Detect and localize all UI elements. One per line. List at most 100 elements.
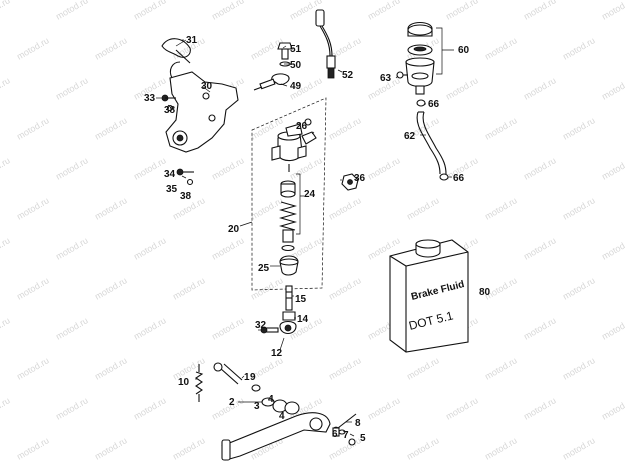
watermark-text: motod.ru — [366, 0, 402, 22]
callout-15: 15 — [295, 294, 307, 305]
watermark-text: motod.ru — [600, 315, 625, 341]
master-cylinder-assembly — [251, 97, 327, 291]
watermark-text: motod.ru — [249, 275, 285, 301]
callout-51: 51 — [290, 44, 302, 55]
watermark-text: motod.ru — [522, 0, 558, 22]
watermark-text: motod.ru — [54, 395, 90, 421]
watermark-text: motod.ru — [0, 75, 12, 101]
callout-80: 80 — [479, 287, 491, 298]
callout-30: 30 — [201, 81, 213, 92]
watermark-text: motod.ru — [561, 115, 597, 141]
leader-lines — [156, 39, 452, 437]
callout-62: 62 — [404, 131, 416, 142]
watermark-text: motod.ru — [522, 155, 558, 181]
watermark-text: motod.ru — [0, 155, 12, 181]
reservoir-screw — [396, 71, 408, 79]
watermark-text: motod.ru — [327, 275, 363, 301]
callout-10: 10 — [178, 377, 190, 388]
watermark-text: motod.ru — [54, 155, 90, 181]
master-cylinder-bracket — [165, 61, 239, 153]
watermark-text: motod.ru — [15, 115, 51, 141]
watermark-text: motod.ru — [600, 75, 625, 101]
callout-14: 14 — [297, 314, 309, 325]
callout-63: 63 — [380, 73, 392, 84]
watermark-text: motod.ru — [522, 235, 558, 261]
watermark-text: motod.ru — [132, 395, 168, 421]
watermark-text: motod.ru — [600, 395, 625, 421]
watermark-text: motod.ru — [327, 195, 363, 221]
banjo-bolt-group — [253, 42, 293, 91]
watermark-text: motod.ru — [15, 195, 51, 221]
watermark-text: motod.ru — [93, 275, 129, 301]
callout-5: 5 — [360, 433, 366, 444]
watermark-text: motod.ru — [561, 195, 597, 221]
watermark-text: motod.ru — [0, 315, 12, 341]
callout-38: 38 — [164, 105, 176, 116]
watermark-text: motod.ru — [600, 0, 625, 22]
watermark-text: motod.ru — [93, 195, 129, 221]
callout-2: 2 — [229, 397, 235, 408]
watermark-text: motod.ru — [600, 155, 625, 181]
callout-24: 24 — [304, 189, 316, 200]
watermark-text: motod.ru — [600, 235, 625, 261]
watermark-text: motod.ru — [561, 35, 597, 61]
watermark-text: motod.ru — [483, 35, 519, 61]
watermark-text: motod.ru — [522, 315, 558, 341]
watermark-text: motod.ru — [444, 75, 480, 101]
callout-49: 49 — [290, 81, 302, 92]
callout-32: 32 — [255, 320, 267, 331]
callout-33: 33 — [144, 93, 156, 104]
watermark-text: motod.ru — [93, 355, 129, 381]
watermark-text: motod.ru — [561, 355, 597, 381]
callout-7: 7 — [343, 430, 349, 441]
watermark-text: motod.ru — [483, 435, 519, 461]
callout-9: 9 — [250, 372, 256, 383]
callout-35: 35 — [166, 184, 178, 195]
watermark-text: motod.ru — [561, 275, 597, 301]
callout-26: 26 — [296, 121, 308, 132]
watermark-text: motod.ru — [210, 235, 246, 261]
callout-50: 50 — [290, 60, 302, 71]
watermark-text: motod.ru — [54, 75, 90, 101]
watermark-text: motod.ru — [0, 235, 12, 261]
watermark-text: motod.ru — [0, 395, 12, 421]
watermark-text: motod.ru — [405, 195, 441, 221]
brake-fluid-bottle: Brake Fluid DOT 5.1 — [389, 239, 469, 353]
callout-60: 60 — [458, 45, 470, 56]
watermark-text: motod.ru — [483, 115, 519, 141]
watermark-text: motod.ru — [93, 435, 129, 461]
watermark-text: motod.ru — [483, 355, 519, 381]
watermark-text: motod.ru — [561, 435, 597, 461]
callout-34: 34 — [164, 169, 176, 180]
fluid-reservoir — [405, 21, 454, 95]
watermark-text: motod.ru — [444, 395, 480, 421]
watermark-text: motod.ru — [132, 0, 168, 22]
callout-25: 25 — [258, 263, 270, 274]
brake-light-switch — [315, 9, 343, 79]
watermark-text: motod.ru — [483, 195, 519, 221]
watermark-text: motod.ru — [522, 395, 558, 421]
callout-1: 1 — [244, 372, 250, 383]
watermark-text: motod.ru — [444, 0, 480, 22]
watermark-text: motod.ru — [210, 155, 246, 181]
push-rod-group — [260, 285, 297, 335]
screws-34-35 — [176, 168, 194, 186]
watermark-text: motod.ru — [405, 435, 441, 461]
watermark-text: motod.ru — [405, 355, 441, 381]
callout-31: 31 — [186, 35, 198, 46]
callout-12: 12 — [271, 348, 283, 359]
callout-52: 52 — [342, 70, 354, 81]
watermark-text: motod.ru — [54, 315, 90, 341]
watermark-text: motod.ru — [15, 275, 51, 301]
watermark-text: motod.ru — [171, 435, 207, 461]
brake-pedal-group — [195, 362, 357, 461]
watermark-text: motod.ru — [171, 275, 207, 301]
watermark-text: motod.ru — [327, 355, 363, 381]
watermark-text: motod.ru — [522, 75, 558, 101]
watermark-text: motod.ru — [132, 155, 168, 181]
watermark-text: motod.ru — [249, 195, 285, 221]
watermark-text: motod.ru — [210, 315, 246, 341]
watermark-text: motod.ru — [54, 0, 90, 22]
